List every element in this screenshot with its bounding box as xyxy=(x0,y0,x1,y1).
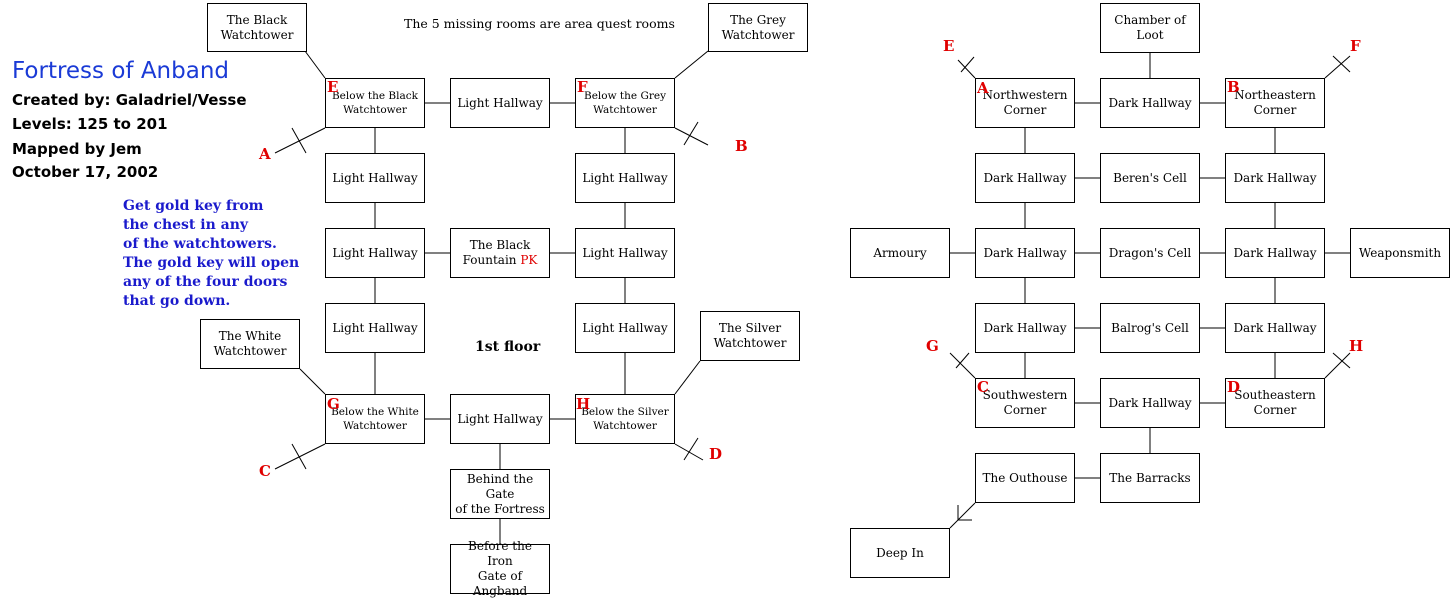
marker-right-e: E xyxy=(943,37,955,55)
marker-left-f: F xyxy=(577,78,588,96)
marker-right-g: G xyxy=(926,337,939,355)
gold-key-note: Get gold key from the chest in any of th… xyxy=(123,197,299,311)
created-by: Created by: Galadriel/Vesse xyxy=(12,91,247,109)
room-deep-in: Deep In xyxy=(850,528,950,578)
room-armoury: Armoury xyxy=(850,228,950,278)
map-title: Fortress of Anband xyxy=(12,58,229,84)
room-northeastern-corner: Northeastern Corner xyxy=(1225,78,1325,128)
room-light-hallway-left-3: Light Hallway xyxy=(325,303,425,353)
room-northwestern-corner: Northwestern Corner xyxy=(975,78,1075,128)
room-light-hallway-right-3: Light Hallway xyxy=(575,303,675,353)
room-chamber-of-loot: Chamber of Loot xyxy=(1100,3,1200,53)
note-line: The gold key will open xyxy=(123,255,300,271)
room-behind-gate: Behind the Gate of the Fortress xyxy=(450,469,550,519)
marker-left-b: B xyxy=(735,137,748,155)
room-southeastern-corner: Southeastern Corner xyxy=(1225,378,1325,428)
room-light-hallway-top: Light Hallway xyxy=(450,78,550,128)
marker-left-e: E xyxy=(327,78,339,96)
room-dark-hallway-right-2: Dark Hallway xyxy=(1225,228,1325,278)
room-light-hallway-left-2: Light Hallway xyxy=(325,228,425,278)
room-weaponsmith: Weaponsmith xyxy=(1350,228,1450,278)
room-light-hallway-bottom: Light Hallway xyxy=(450,394,550,444)
marker-left-c: C xyxy=(259,462,271,480)
marker-left-h: H xyxy=(576,395,591,413)
room-white-watchtower: The White Watchtower xyxy=(200,319,300,369)
marker-right-a: A xyxy=(977,79,989,97)
note-line: Get gold key from xyxy=(123,198,264,214)
marker-right-h: H xyxy=(1349,337,1364,355)
room-grey-watchtower: The Grey Watchtower xyxy=(708,3,808,52)
room-barracks: The Barracks xyxy=(1100,453,1200,503)
fountain-label: The Black Fountain xyxy=(462,238,531,267)
marker-left-g: G xyxy=(327,395,340,413)
room-dark-hallway-top: Dark Hallway xyxy=(1100,78,1200,128)
room-black-fountain: The Black Fountain PK xyxy=(450,228,550,278)
room-balrogs-cell: Balrog's Cell xyxy=(1100,303,1200,353)
note-line: that go down. xyxy=(123,293,231,309)
room-light-hallway-right-1: Light Hallway xyxy=(575,153,675,203)
marker-right-b: B xyxy=(1227,78,1240,96)
room-below-white-watchtower: Below the White Watchtower xyxy=(325,394,425,444)
note-line: of the watchtowers. xyxy=(123,236,277,252)
room-dark-hallway-right-3: Dark Hallway xyxy=(1225,303,1325,353)
room-below-silver-watchtower: Below the Silver Watchtower xyxy=(575,394,675,444)
room-dark-hallway-right-1: Dark Hallway xyxy=(1225,153,1325,203)
room-outhouse: The Outhouse xyxy=(975,453,1075,503)
pk-tag: PK xyxy=(520,253,538,267)
marker-left-a: A xyxy=(259,145,271,163)
room-silver-watchtower: The Silver Watchtower xyxy=(700,311,800,361)
marker-left-d: D xyxy=(709,445,723,463)
room-light-hallway-left-1: Light Hallway xyxy=(325,153,425,203)
room-before-iron-gate: Before the Iron Gate of Angband xyxy=(450,539,550,598)
map-date: October 17, 2002 xyxy=(12,163,159,181)
marker-right-f: F xyxy=(1350,37,1361,55)
room-berens-cell: Beren's Cell xyxy=(1100,153,1200,203)
room-dragons-cell: Dragon's Cell xyxy=(1100,228,1200,278)
room-dark-hallway-left-3: Dark Hallway xyxy=(975,303,1075,353)
room-dark-hallway-bottom: Dark Hallway xyxy=(1100,378,1200,428)
marker-right-d: D xyxy=(1227,378,1241,396)
levels: Levels: 125 to 201 xyxy=(12,115,168,133)
floor-label: 1st floor xyxy=(475,339,541,355)
marker-right-c: C xyxy=(977,378,989,396)
missing-rooms-note: The 5 missing rooms are area quest rooms xyxy=(404,16,675,31)
room-black-watchtower: The Black Watchtower xyxy=(207,3,307,52)
room-below-black-watchtower: Below the Black Watchtower xyxy=(325,78,425,128)
room-light-hallway-right-2: Light Hallway xyxy=(575,228,675,278)
room-dark-hallway-left-2: Dark Hallway xyxy=(975,228,1075,278)
note-line: any of the four doors xyxy=(123,274,288,290)
room-southwestern-corner: Southwestern Corner xyxy=(975,378,1075,428)
room-below-grey-watchtower: Below the Grey Watchtower xyxy=(575,78,675,128)
room-dark-hallway-left-1: Dark Hallway xyxy=(975,153,1075,203)
mapped-by: Mapped by Jem xyxy=(12,140,142,158)
note-line: the chest in any xyxy=(123,217,249,233)
